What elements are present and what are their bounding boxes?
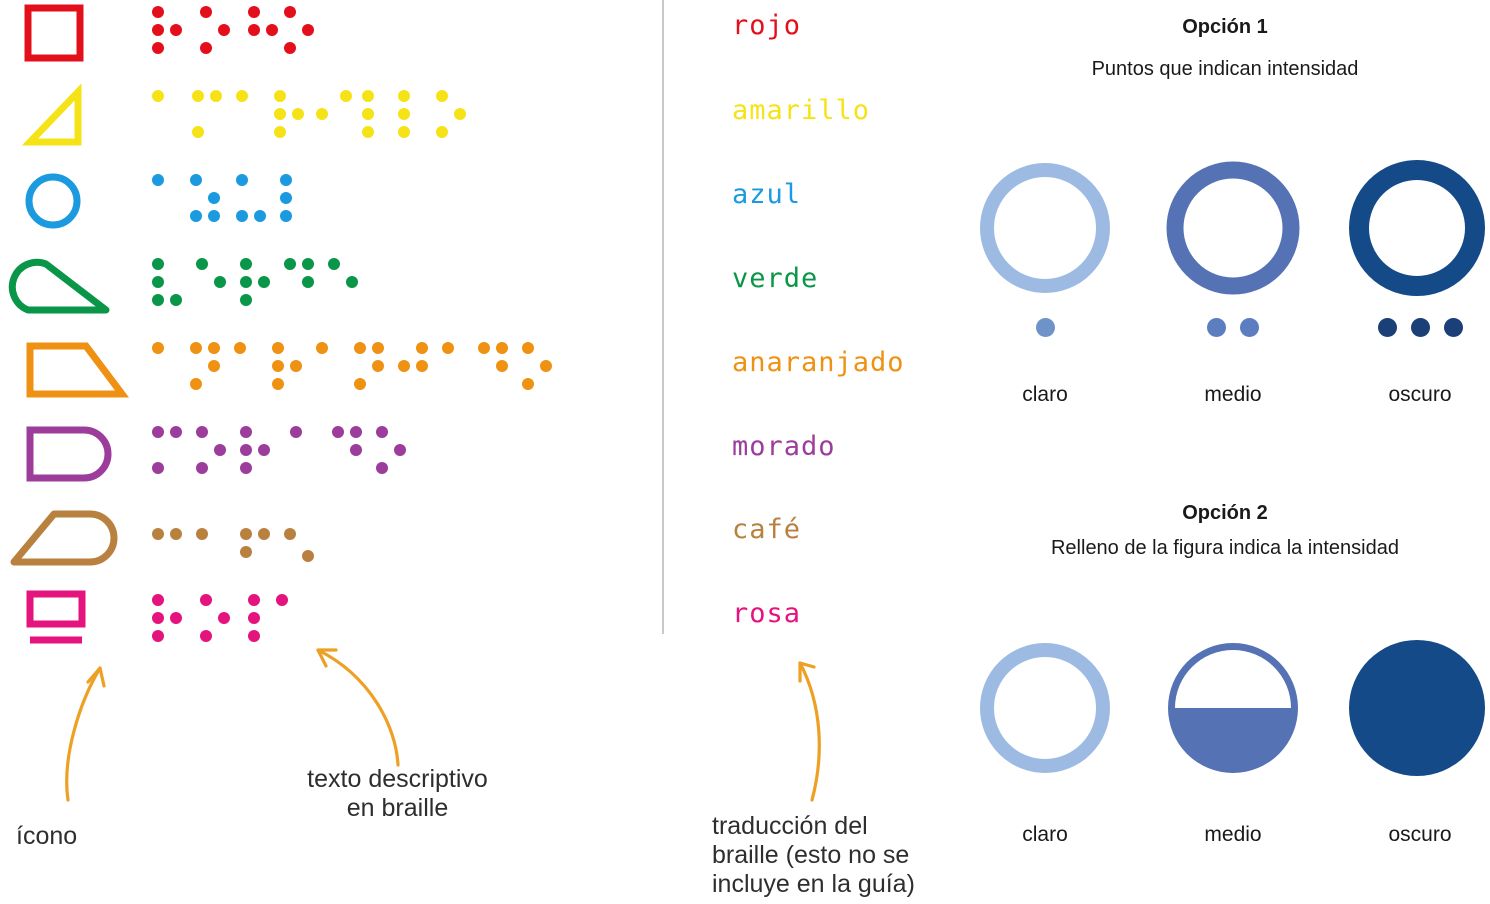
braille-text-rojo	[150, 0, 330, 84]
option1-sample-medio	[1148, 150, 1318, 315]
word-verde: verde	[732, 263, 819, 294]
vertical-divider	[662, 0, 664, 634]
option1-dots-claro	[960, 318, 1130, 337]
rounded-end-rect-icon	[8, 420, 128, 504]
option1-sample-oscuro	[1335, 150, 1490, 315]
option1-title: Opción 1	[1182, 16, 1268, 38]
option2-label-oscuro: oscuro	[1388, 823, 1452, 846]
option1-dots-oscuro	[1335, 318, 1490, 337]
rect-underline-icon	[8, 588, 128, 672]
legend-row-rojo	[0, 0, 660, 84]
annotation-icono: ícono	[16, 822, 78, 850]
word-amarillo: amarillo	[732, 95, 871, 126]
slanted-rounded-icon	[8, 504, 128, 588]
word-anaranjado: anaranjado	[732, 347, 905, 378]
braille-text-verde	[150, 252, 380, 336]
right-triangle-icon	[8, 84, 128, 168]
circle-icon	[8, 168, 128, 252]
word-cafe: café	[732, 514, 802, 545]
braille-text-azul	[150, 168, 330, 252]
intensity-dot	[1410, 318, 1430, 337]
intensity-dot	[1377, 318, 1397, 337]
braille-text-morado	[150, 420, 420, 504]
arrow-to-braille-text	[300, 630, 420, 775]
option1-label-claro: claro	[1022, 383, 1068, 406]
annotation-translation-line2: braille (esto no se	[712, 840, 910, 869]
option1-dots-medio	[1148, 318, 1318, 337]
arrow-to-translation	[770, 645, 860, 805]
teardrop-icon	[8, 252, 128, 336]
annotation-braille-text-line2: en braille	[346, 793, 449, 822]
options-panel: Opción 1 Puntos que indican intensidad c…	[960, 0, 1490, 904]
legend-row-anaranjado	[0, 336, 660, 420]
intensity-dot	[1207, 318, 1226, 337]
option2-sample-claro	[960, 630, 1130, 795]
annotation-translation: traducción del braille (esto no se inclu…	[712, 812, 942, 898]
trapezoid-icon	[8, 336, 129, 420]
legend-row-morado	[0, 420, 660, 504]
option2-subtitle: Relleno de la figura indica la intensida…	[1050, 537, 1399, 559]
intensity-dot	[1443, 318, 1463, 337]
word-rosa: rosa	[732, 598, 802, 629]
word-rojo: rojo	[732, 10, 802, 41]
legend-row-azul	[0, 168, 660, 252]
word-morado: morado	[732, 431, 836, 462]
braille-text-cafe	[150, 504, 350, 588]
annotation-translation-line3: incluye en la guía)	[712, 869, 915, 898]
option2-sample-medio	[1148, 630, 1318, 795]
legend-column	[0, 0, 660, 650]
legend-row-rosa	[0, 588, 660, 672]
legend-row-amarillo	[0, 84, 660, 168]
option2-title: Opción 2	[1182, 502, 1268, 524]
intensity-dot	[1035, 318, 1055, 337]
arrow-to-icon	[60, 650, 140, 810]
word-azul: azul	[732, 179, 802, 210]
option1-label-oscuro: oscuro	[1388, 383, 1452, 406]
annotation-braille-text: texto descriptivo en braille	[265, 765, 530, 823]
option1-label-medio: medio	[1204, 383, 1262, 406]
annotation-translation-line1: traducción del	[712, 812, 868, 840]
option2-sample-oscuro	[1335, 630, 1490, 795]
legend-row-verde	[0, 252, 660, 336]
square-icon	[8, 0, 128, 84]
word-column: rojo amarillo azul verde anaranjado mora…	[700, 0, 960, 650]
braille-text-anaranjado	[150, 336, 560, 420]
braille-text-amarillo	[150, 84, 480, 168]
option1-sample-claro	[960, 150, 1130, 315]
legend-row-cafe	[0, 504, 660, 588]
option2-label-claro: claro	[1022, 823, 1068, 846]
option2-label-medio: medio	[1204, 823, 1262, 846]
option1-subtitle: Puntos que indican intensidad	[1091, 58, 1359, 80]
intensity-dot	[1240, 318, 1259, 337]
annotation-braille-text-line1: texto descriptivo	[307, 765, 488, 793]
braille-text-rosa	[150, 588, 330, 672]
